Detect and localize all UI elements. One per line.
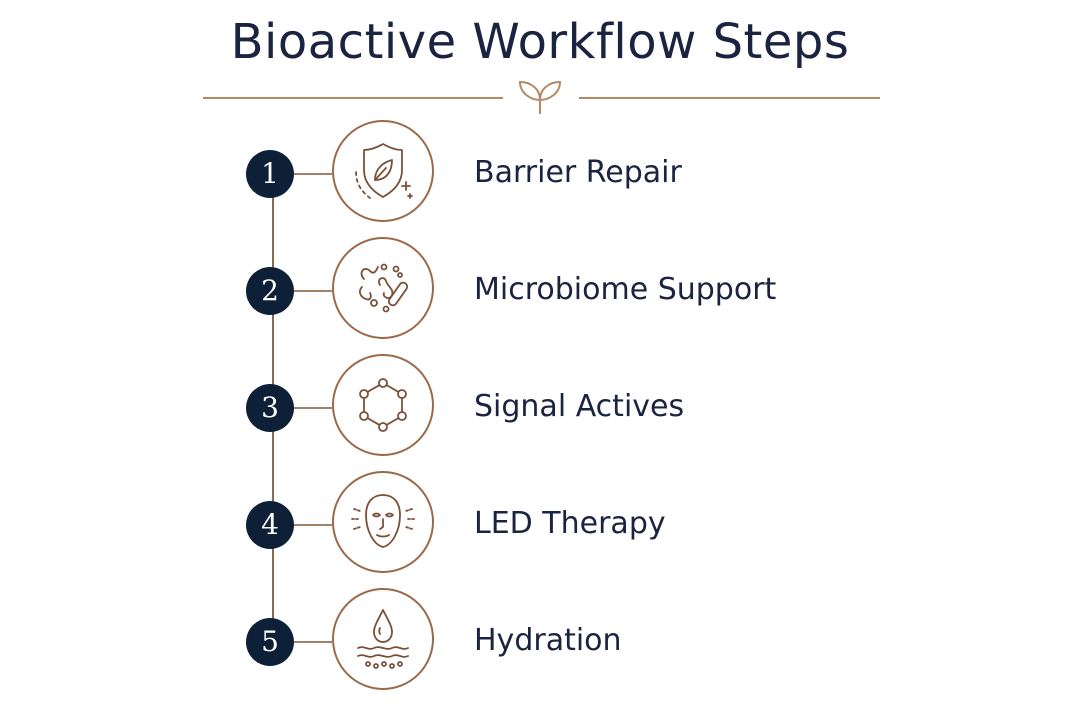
step-connector bbox=[294, 290, 332, 292]
step-connector bbox=[294, 641, 332, 643]
microbes-icon bbox=[359, 263, 409, 313]
step-3: 3 Signal Actives bbox=[246, 352, 946, 462]
page-title: Bioactive Workflow Steps bbox=[230, 14, 850, 70]
step-label: LED Therapy bbox=[474, 506, 666, 541]
title-divider-left bbox=[203, 97, 503, 99]
step-connector bbox=[294, 524, 332, 526]
step-icon-circle bbox=[332, 120, 434, 222]
face-mask-icon bbox=[351, 494, 415, 548]
step-number-badge: 3 bbox=[246, 384, 294, 432]
step-2: 2 Microbiome Support bbox=[246, 235, 946, 345]
step-1: 1 Barrier Repair bbox=[246, 118, 946, 228]
step-number-badge: 1 bbox=[246, 150, 294, 198]
sprout-icon bbox=[518, 80, 562, 114]
title-divider-right bbox=[579, 97, 880, 99]
step-label: Microbiome Support bbox=[474, 272, 777, 307]
step-label: Signal Actives bbox=[474, 389, 685, 424]
step-icon-circle bbox=[332, 354, 434, 456]
step-4: 4 LED Therapy bbox=[246, 469, 946, 579]
step-connector bbox=[294, 173, 332, 175]
step-number-badge: 2 bbox=[246, 267, 294, 315]
step-number-badge: 4 bbox=[246, 501, 294, 549]
water-drop-icon bbox=[357, 609, 409, 669]
step-icon-circle bbox=[332, 588, 434, 690]
step-icon-circle bbox=[332, 237, 434, 339]
step-5: 5 Hydration bbox=[246, 586, 946, 696]
step-connector bbox=[294, 407, 332, 409]
step-icon-circle bbox=[332, 471, 434, 573]
step-label: Hydration bbox=[474, 623, 622, 658]
hexagon-molecule-icon bbox=[359, 378, 407, 432]
step-label: Barrier Repair bbox=[474, 155, 682, 190]
shield-leaf-icon bbox=[355, 143, 413, 199]
step-number-badge: 5 bbox=[246, 618, 294, 666]
